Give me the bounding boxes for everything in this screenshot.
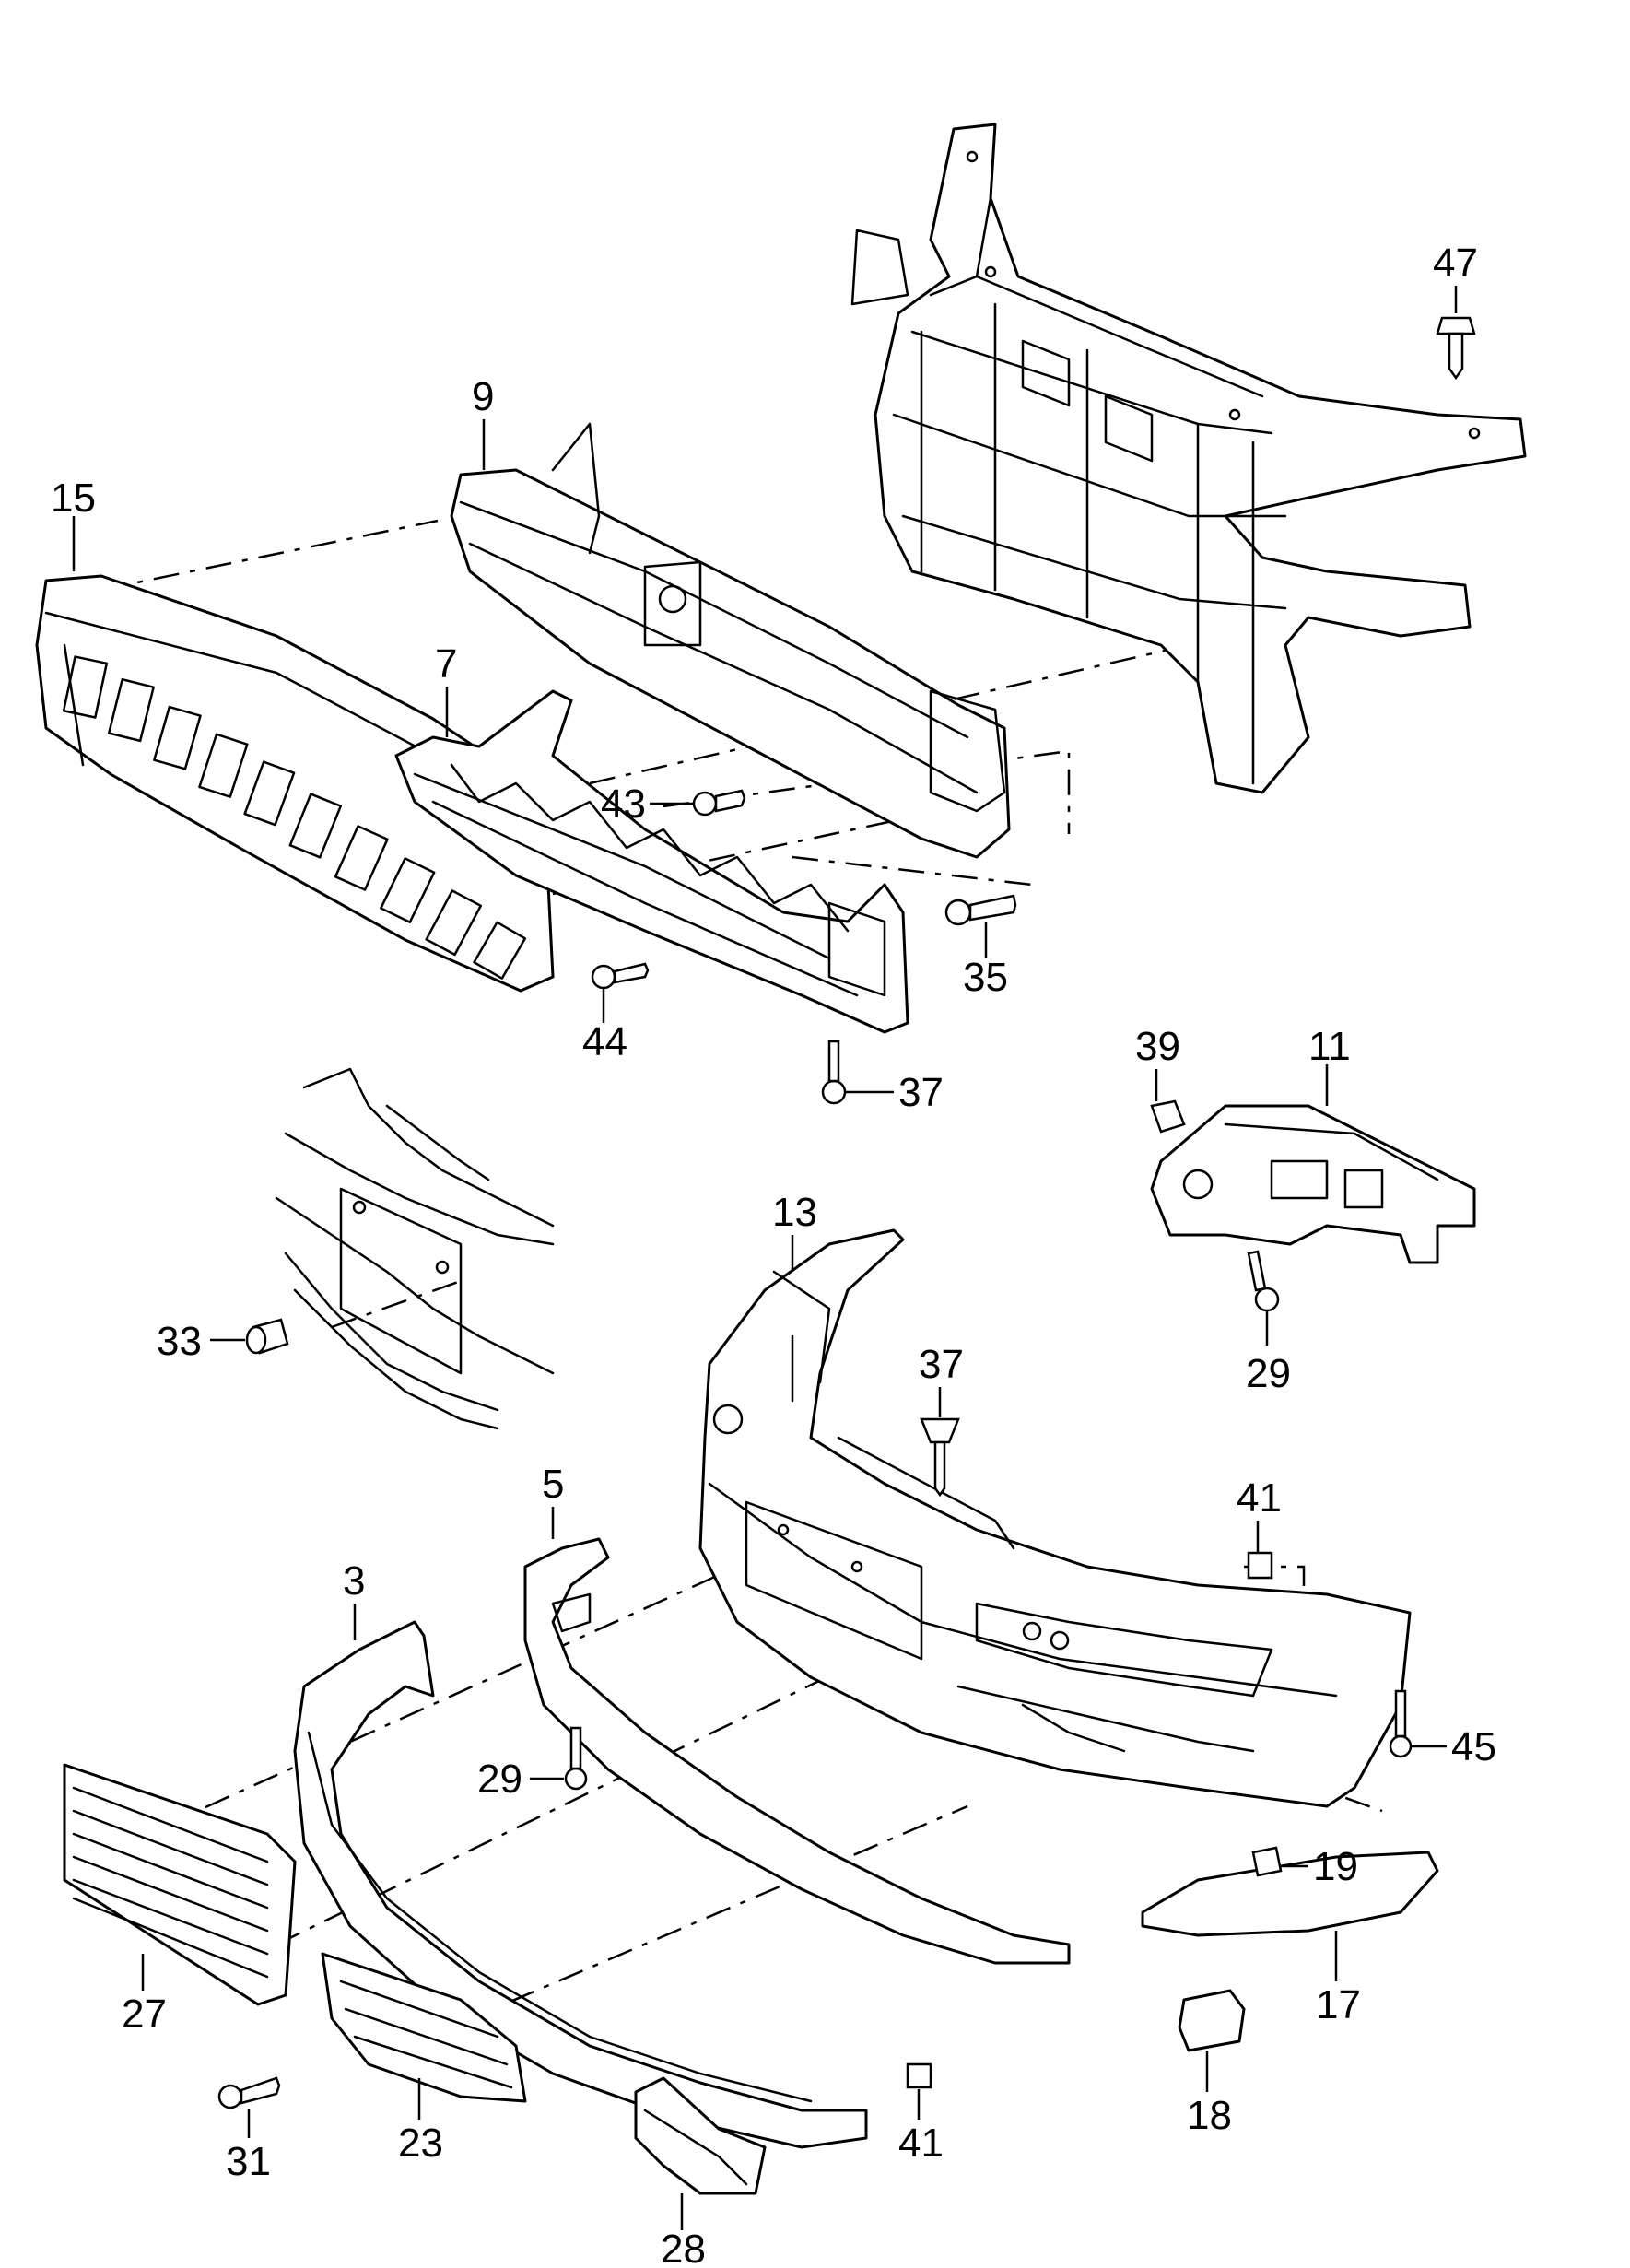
grille-right xyxy=(321,1952,527,2103)
callout-43: 43 xyxy=(601,781,646,827)
bolt-47 xyxy=(1436,316,1476,381)
hardware xyxy=(217,316,1476,2109)
license-plate-detail xyxy=(275,1067,555,1430)
screw-31 xyxy=(217,2076,281,2109)
callout-13: 13 xyxy=(772,1190,817,1235)
screw-29b xyxy=(564,1726,588,1791)
clip-19 xyxy=(1251,1846,1283,1877)
callout-18: 18 xyxy=(1187,2093,1232,2138)
bumper-cover xyxy=(698,1228,1412,1808)
callout-41-lower: 41 xyxy=(898,2121,944,2166)
screw-29a xyxy=(1247,1250,1280,1312)
side-trim xyxy=(1141,1851,1439,1937)
callout-44: 44 xyxy=(582,1019,627,1064)
callout-29: 29 xyxy=(477,1757,522,1802)
rivet-37b xyxy=(920,1417,960,1498)
bolt-35 xyxy=(944,894,1017,926)
cap xyxy=(1178,1989,1246,2052)
absorber-cells xyxy=(62,655,527,980)
trim-strip-5 xyxy=(523,1537,1071,1965)
callout-15: 15 xyxy=(51,476,96,521)
callout-31: 31 xyxy=(226,2139,271,2184)
callout-29-bracket: 29 xyxy=(1246,1351,1291,1396)
callout-3: 3 xyxy=(343,1558,365,1604)
callout-27: 27 xyxy=(122,1992,167,2037)
clip-41a xyxy=(1247,1551,1273,1580)
callout-37-bumper: 37 xyxy=(919,1342,964,1387)
callout-7: 7 xyxy=(435,641,457,687)
nut-33 xyxy=(245,1318,289,1355)
bolt-43 xyxy=(692,789,746,817)
callout-19: 19 xyxy=(1313,1844,1358,1889)
callout-41: 41 xyxy=(1237,1475,1282,1521)
clip-39 xyxy=(1150,1099,1186,1134)
callout-47: 47 xyxy=(1433,241,1478,286)
lower-carrier xyxy=(394,689,909,1034)
guide-28 xyxy=(634,2076,767,2195)
screw-37a xyxy=(821,1040,847,1105)
callout-17: 17 xyxy=(1316,1982,1361,2027)
screw-45 xyxy=(1389,1689,1413,1758)
leader-lines xyxy=(72,286,1458,2230)
grille-left xyxy=(63,1763,297,2006)
clip-41b xyxy=(906,2062,932,2089)
callout-33: 33 xyxy=(157,1319,202,1364)
lock-carrier xyxy=(850,123,1527,794)
bracket-11 xyxy=(1150,1104,1476,1264)
callout-labels: 47 9 15 7 43 35 44 37 39 11 13 33 37 29 … xyxy=(51,241,1496,2268)
bumper-reinforcement xyxy=(450,422,1011,859)
bolt-44 xyxy=(591,962,650,990)
callout-28: 28 xyxy=(661,2227,706,2268)
callout-35: 35 xyxy=(963,955,1008,1000)
callout-23: 23 xyxy=(398,2121,443,2166)
callout-5: 5 xyxy=(542,1462,564,1507)
callout-45: 45 xyxy=(1451,1724,1496,1769)
callout-39: 39 xyxy=(1135,1024,1180,1069)
callout-9: 9 xyxy=(472,374,494,419)
callout-11: 11 xyxy=(1308,1024,1351,1069)
callout-37: 37 xyxy=(898,1070,944,1115)
